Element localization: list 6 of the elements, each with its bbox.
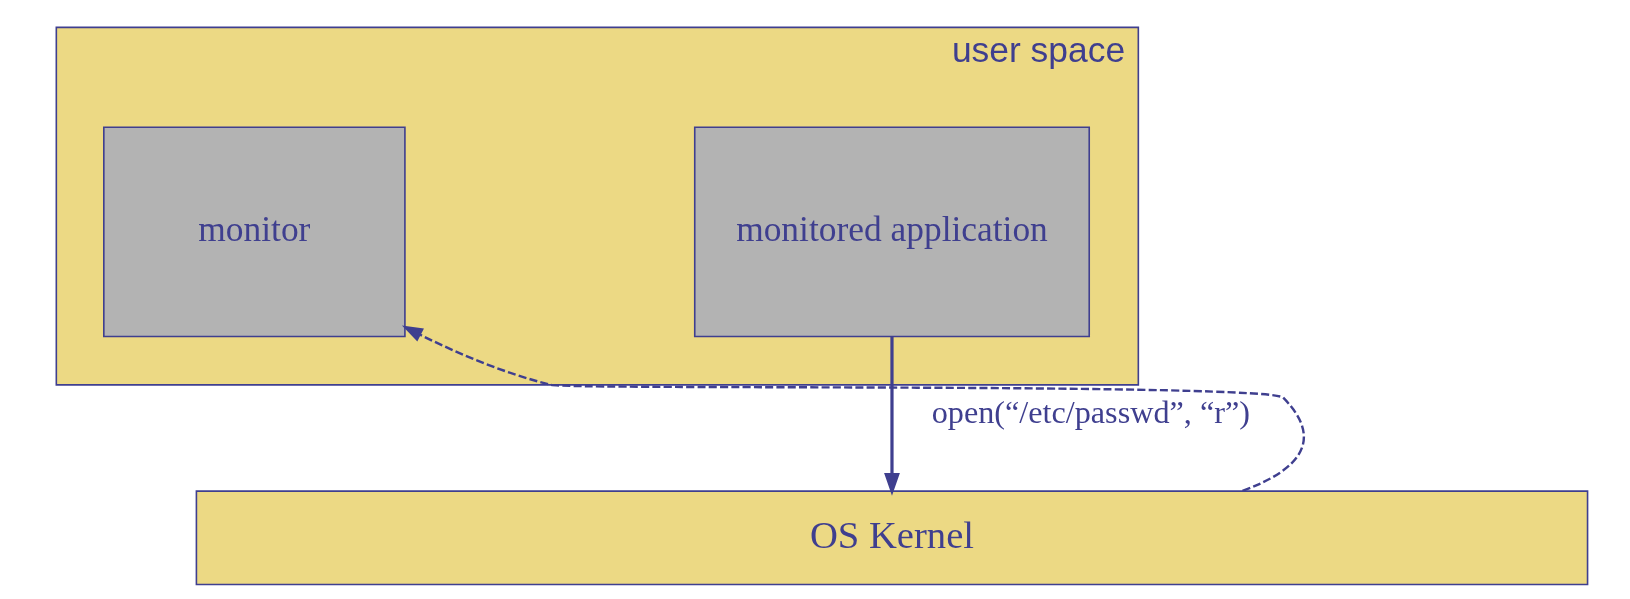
node-box: monitored application bbox=[693, 126, 1090, 338]
node-box: OS Kernel bbox=[195, 490, 1588, 586]
edge-label: open(“/etc/passwd”, “r”) bbox=[931, 394, 1250, 431]
node-box: monitor bbox=[102, 126, 406, 338]
arrow bbox=[401, 325, 1305, 493]
arrow bbox=[883, 336, 900, 496]
